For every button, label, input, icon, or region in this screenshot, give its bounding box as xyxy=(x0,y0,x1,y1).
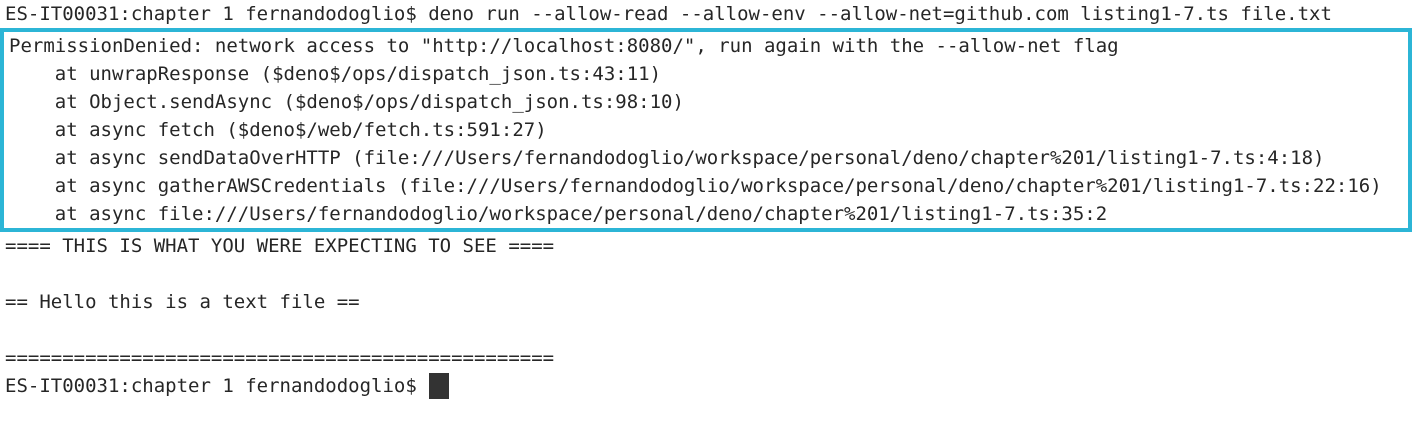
error-message: PermissionDenied: network access to "htt… xyxy=(9,35,1119,57)
blank-line xyxy=(0,316,1425,344)
stack-trace-line: at async gatherAWSCredentials (file:///U… xyxy=(9,175,1382,197)
prompt-line[interactable]: ES-IT00031:chapter 1 fernandodoglio$ xyxy=(0,372,1425,400)
stack-trace-line: at async sendDataOverHTTP (file:///Users… xyxy=(9,147,1325,169)
shell-prompt: ES-IT00031:chapter 1 fernandodoglio$ xyxy=(5,375,429,397)
error-highlight-box: PermissionDenied: network access to "htt… xyxy=(0,28,1412,232)
separator-line: ========================================… xyxy=(5,347,555,369)
command-line: ES-IT00031:chapter 1 fernandodoglio$ den… xyxy=(5,3,1332,25)
stack-trace-line: at unwrapResponse ($deno$/ops/dispatch_j… xyxy=(9,63,662,85)
stack-trace-line: at Object.sendAsync ($deno$/ops/dispatch… xyxy=(9,91,684,113)
blank-line xyxy=(0,260,1425,288)
output-expectation-header: ==== THIS IS WHAT YOU WERE EXPECTING TO … xyxy=(5,235,555,257)
cursor-block[interactable] xyxy=(429,373,450,399)
stack-trace-line: at async file:///Users/fernandodoglio/wo… xyxy=(9,203,1108,225)
output-file-content: == Hello this is a text file == xyxy=(5,291,360,313)
stack-trace-line: at async fetch ($deno$/web/fetch.ts:591:… xyxy=(9,119,547,141)
